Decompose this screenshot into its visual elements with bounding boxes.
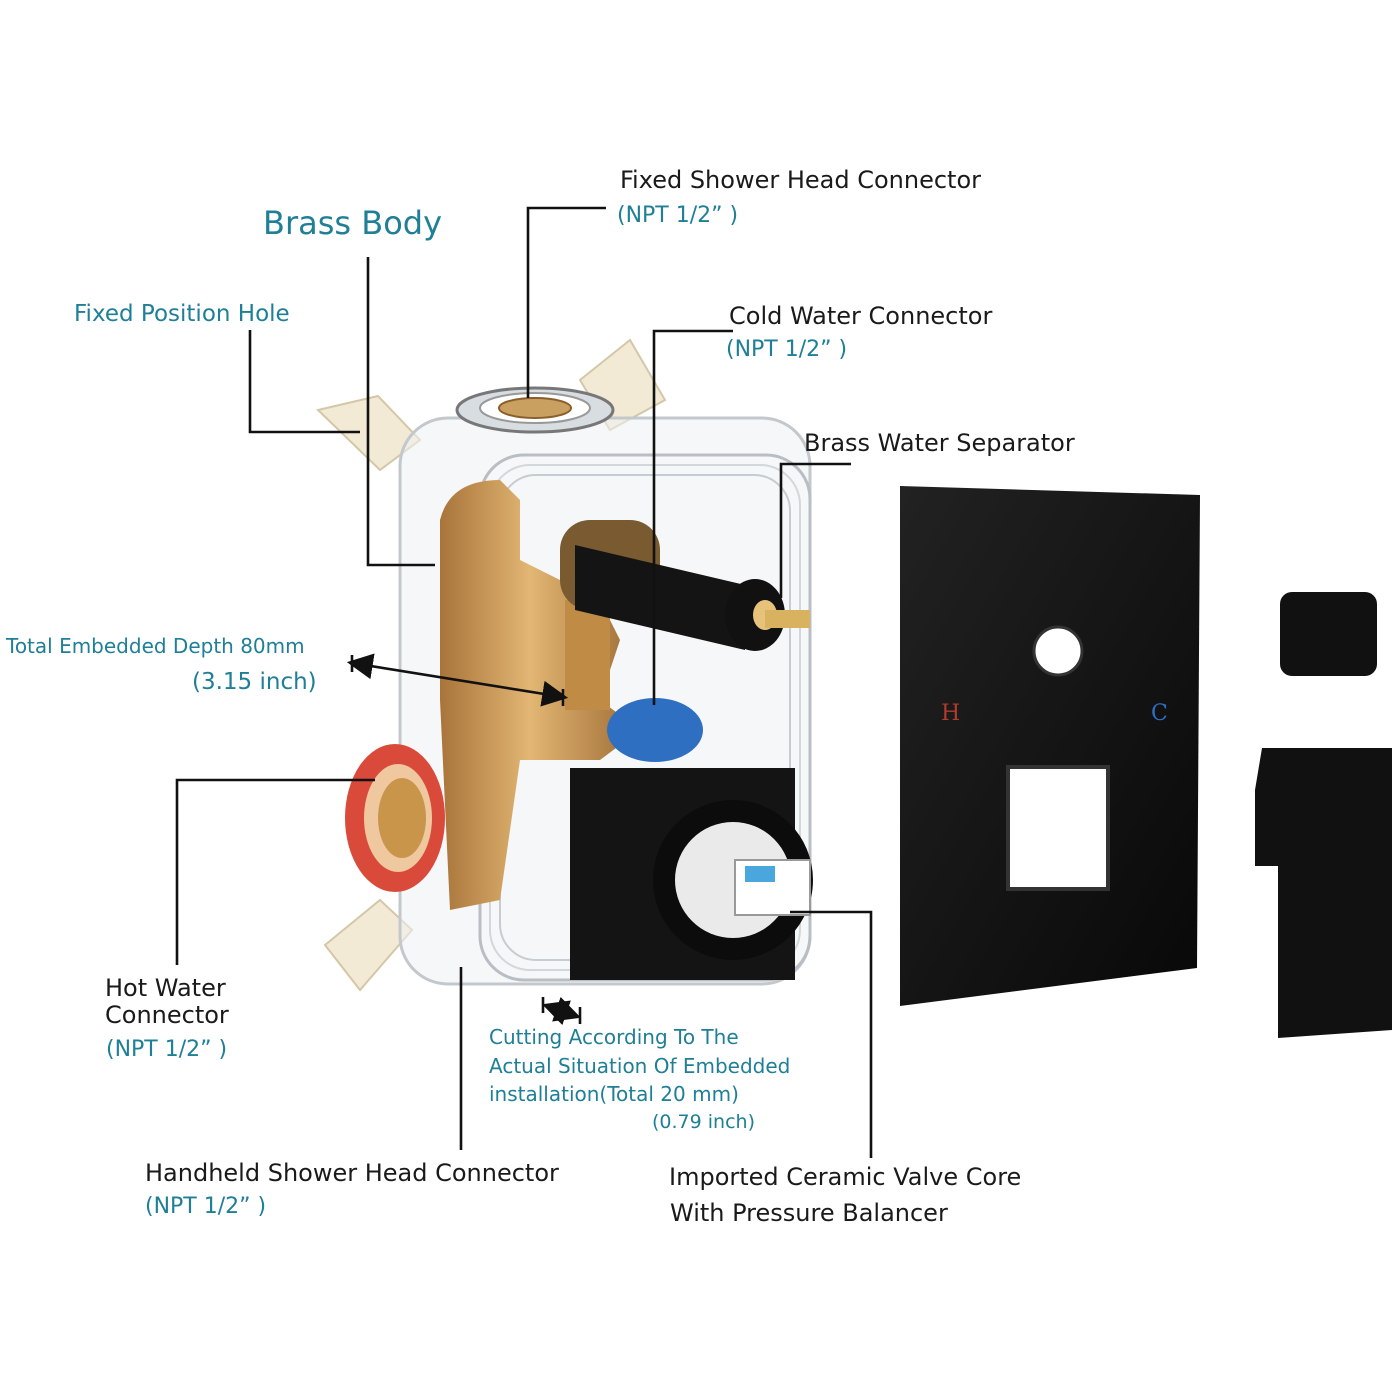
cutting-imperial: (0.79 inch) (652, 1111, 755, 1133)
hot-mark: H (941, 701, 961, 726)
cutting-line1: Cutting According To The (489, 1025, 739, 1049)
valve-block (570, 768, 813, 980)
hot-water-title-line2: Connector (105, 1001, 229, 1029)
handle-parts (1255, 592, 1392, 1038)
brass-body-title: Brass Body (263, 204, 443, 242)
handheld-spec: (NPT 1/2” ) (145, 1194, 267, 1219)
fixed-shower-spec: (NPT 1/2” ) (617, 203, 739, 228)
fixed-shower-title: Fixed Shower Head Connector (620, 166, 982, 194)
valve-core-line1: Imported Ceramic Valve Core (669, 1163, 1022, 1191)
hot-water-title-line1: Hot Water (105, 974, 226, 1002)
cutting-line2: Actual Situation Of Embedded (489, 1054, 791, 1078)
hot-water-spec: (NPT 1/2” ) (106, 1037, 228, 1062)
top-connector (455, 386, 615, 434)
depth-title: Total Embedded Depth 80mm (6, 634, 305, 658)
cold-water-title: Cold Water Connector (729, 302, 993, 330)
trim-plate (900, 486, 1200, 1006)
cold-connector (607, 698, 703, 762)
hot-connector (345, 744, 445, 892)
handheld-title: Handheld Shower Head Connector (145, 1159, 559, 1187)
separator-rod (560, 520, 810, 651)
cold-mark: C (1151, 701, 1168, 726)
separator-title: Brass Water Separator (804, 429, 1075, 457)
valve-core-line2: With Pressure Balancer (670, 1199, 948, 1227)
fixed-hole-title: Fixed Position Hole (74, 301, 290, 327)
depth-imperial: (3.15 inch) (192, 669, 317, 695)
cutting-line3: installation(Total 20 mm) (489, 1082, 739, 1106)
cold-water-spec: (NPT 1/2” ) (726, 337, 848, 362)
dimension-arrows (346, 653, 581, 1026)
